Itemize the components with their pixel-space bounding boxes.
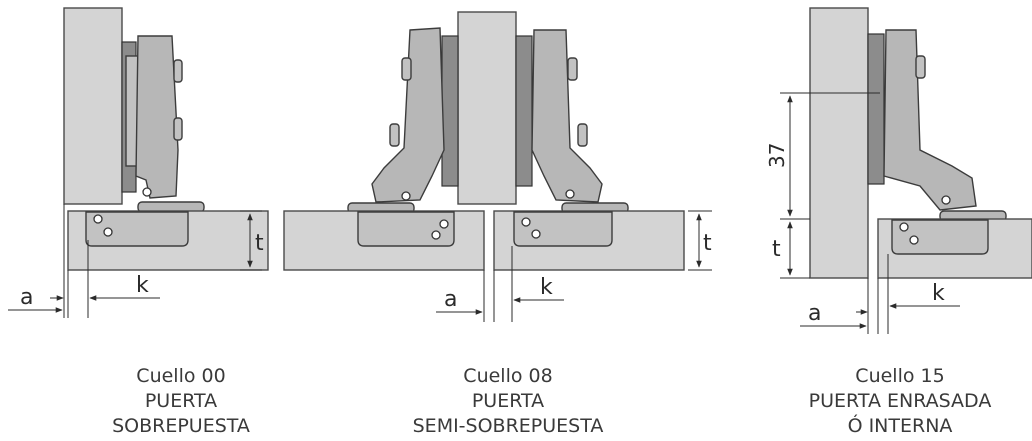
hinge-arm-right [531, 29, 603, 203]
cup-hole-right-2 [531, 229, 541, 239]
caption-line-1: Cuello 15 [855, 365, 945, 387]
cup-hole-left-1 [431, 230, 441, 240]
hinge-cup [891, 219, 989, 255]
a-label: a [20, 285, 33, 310]
screw-left-mid [389, 123, 400, 147]
k-label: k [540, 275, 553, 300]
caption-line-3: Ó INTERNA [847, 415, 953, 437]
caption-cuello-08: Cuello 08 PUERTA SEMI-SOBREPUESTA [368, 364, 648, 439]
mounting-plate-left [441, 35, 459, 187]
caption-line-2: PUERTA ENRASADA [808, 390, 992, 412]
caption-line-3: SEMI-SOBREPUESTA [412, 415, 604, 437]
caption-line-2: PUERTA [144, 390, 218, 412]
hinge-arm [883, 29, 977, 211]
cup-screw-hole-2 [103, 227, 113, 237]
k-label: k [932, 281, 945, 306]
caption-line-2: PUERTA [471, 390, 545, 412]
screw-top [915, 55, 926, 79]
pivot-hole-left [401, 191, 411, 201]
a-label: a [444, 287, 457, 312]
height-label: 37 [765, 143, 789, 168]
hinge-cup-left [357, 211, 455, 247]
caption-cuello-15: Cuello 15 PUERTA ENRASADA Ó INTERNA [760, 364, 1032, 439]
adjust-screw-top [173, 59, 183, 83]
pivot-hole [941, 195, 951, 205]
hinge-cup [85, 211, 189, 247]
caption-line-3: SOBREPUESTA [112, 415, 250, 437]
cup-screw-hole-1 [93, 214, 103, 224]
t-label: t [255, 231, 264, 256]
cabinet-center-panel [457, 11, 517, 205]
caption-cuello-00: Cuello 00 PUERTA SOBREPUESTA [41, 364, 321, 439]
cup-hole-2 [909, 235, 919, 245]
pivot-hole [142, 187, 152, 197]
screw-right-mid [577, 123, 588, 147]
pivot-hole-right [565, 189, 575, 199]
t-label: t [703, 231, 712, 256]
hinge-arm [135, 35, 179, 199]
caption-line-1: Cuello 00 [136, 365, 226, 387]
a-label: a [808, 301, 821, 326]
adjust-screw-mid [173, 117, 183, 141]
cup-hole-1 [899, 222, 909, 232]
cabinet-side-panel [809, 7, 869, 279]
k-label: k [136, 273, 149, 298]
cup-hole-right-1 [521, 217, 531, 227]
mounting-plate-right [515, 35, 533, 187]
figure-cuello-15: 37 t a k [765, 7, 1032, 334]
figure-cuello-08: t a k [283, 11, 712, 322]
screw-left-top [401, 57, 412, 81]
figure-cuello-00: t a k [8, 7, 269, 318]
cabinet-side-panel [63, 7, 123, 205]
cup-hole-left-2 [439, 219, 449, 229]
t-label: t [772, 237, 781, 262]
caption-line-1: Cuello 08 [463, 365, 553, 387]
mounting-plate [867, 33, 885, 185]
screw-right-top [567, 57, 578, 81]
hinge-cup-right [513, 211, 613, 247]
hinge-arm-left [371, 27, 445, 203]
